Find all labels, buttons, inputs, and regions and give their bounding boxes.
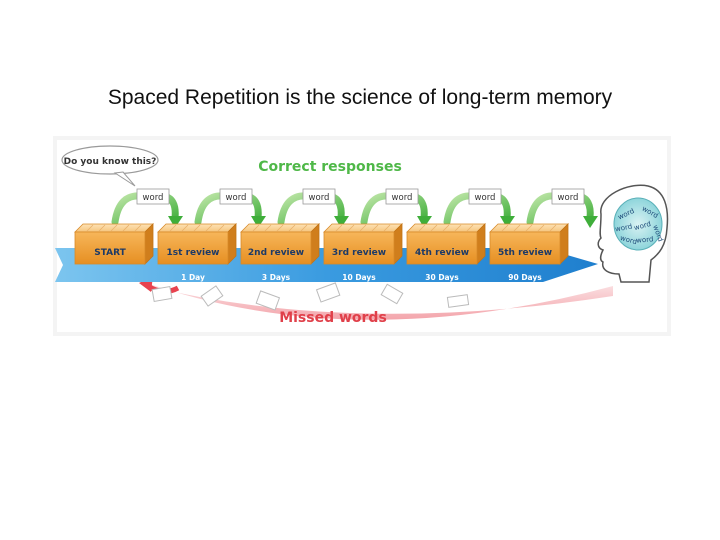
box-label: 5th review: [498, 248, 552, 258]
slide-title: Spaced Repetition is the science of long…: [107, 86, 613, 109]
word-tag-text: word: [143, 193, 164, 203]
word-tag-text: word: [226, 193, 247, 203]
brain-word: word: [614, 223, 632, 234]
spaced-repetition-diagram: word word word word word word START 1st review…: [53, 136, 671, 336]
interval-label: 90 Days: [508, 273, 542, 282]
missed-words-label: Missed words: [279, 310, 387, 326]
brain-word: word: [636, 235, 654, 244]
interval-label: 3 Days: [262, 273, 291, 282]
word-tag-text: word: [309, 193, 330, 203]
box-label: START: [94, 248, 126, 258]
start-box: START: [74, 223, 154, 265]
word-tag: word: [551, 188, 585, 205]
box-label: 1st review: [167, 248, 220, 258]
word-tag: word: [468, 188, 502, 205]
interval-label: 1 Day: [181, 273, 205, 282]
speech-bubble: [61, 145, 159, 187]
box-label: 2nd review: [248, 248, 304, 258]
word-tags: word word word word word word: [136, 188, 585, 205]
bubble-text: Do you know this?: [64, 157, 157, 167]
review-box: 4th review: [406, 223, 486, 265]
flying-word-cards: [151, 282, 470, 311]
box-label: 3rd review: [332, 248, 386, 258]
word-tag: word: [385, 188, 419, 205]
interval-label: 10 Days: [342, 273, 376, 282]
word-tag-text: word: [392, 193, 413, 203]
word-tag: word: [219, 188, 253, 205]
correct-responses-label: Correct responses: [258, 159, 402, 175]
review-box: 2nd review: [240, 223, 320, 265]
word-tag-text: word: [475, 193, 496, 203]
diagram-canvas: word word word word word word START 1st review…: [53, 136, 671, 336]
missed-band: [141, 281, 613, 320]
word-tag: word: [136, 188, 170, 205]
review-box: 1st review: [157, 223, 237, 265]
box-label: 4th review: [415, 248, 469, 258]
interval-label: 30 Days: [425, 273, 459, 282]
review-box: 3rd review: [323, 223, 403, 265]
review-box: 5th review: [489, 223, 569, 265]
brain-icon: [613, 197, 663, 251]
word-tag: word: [302, 188, 336, 205]
word-tag-text: word: [558, 193, 579, 203]
review-boxes: START 1st review 1 Day 2nd review 3 Days 3rd …: [74, 223, 569, 282]
